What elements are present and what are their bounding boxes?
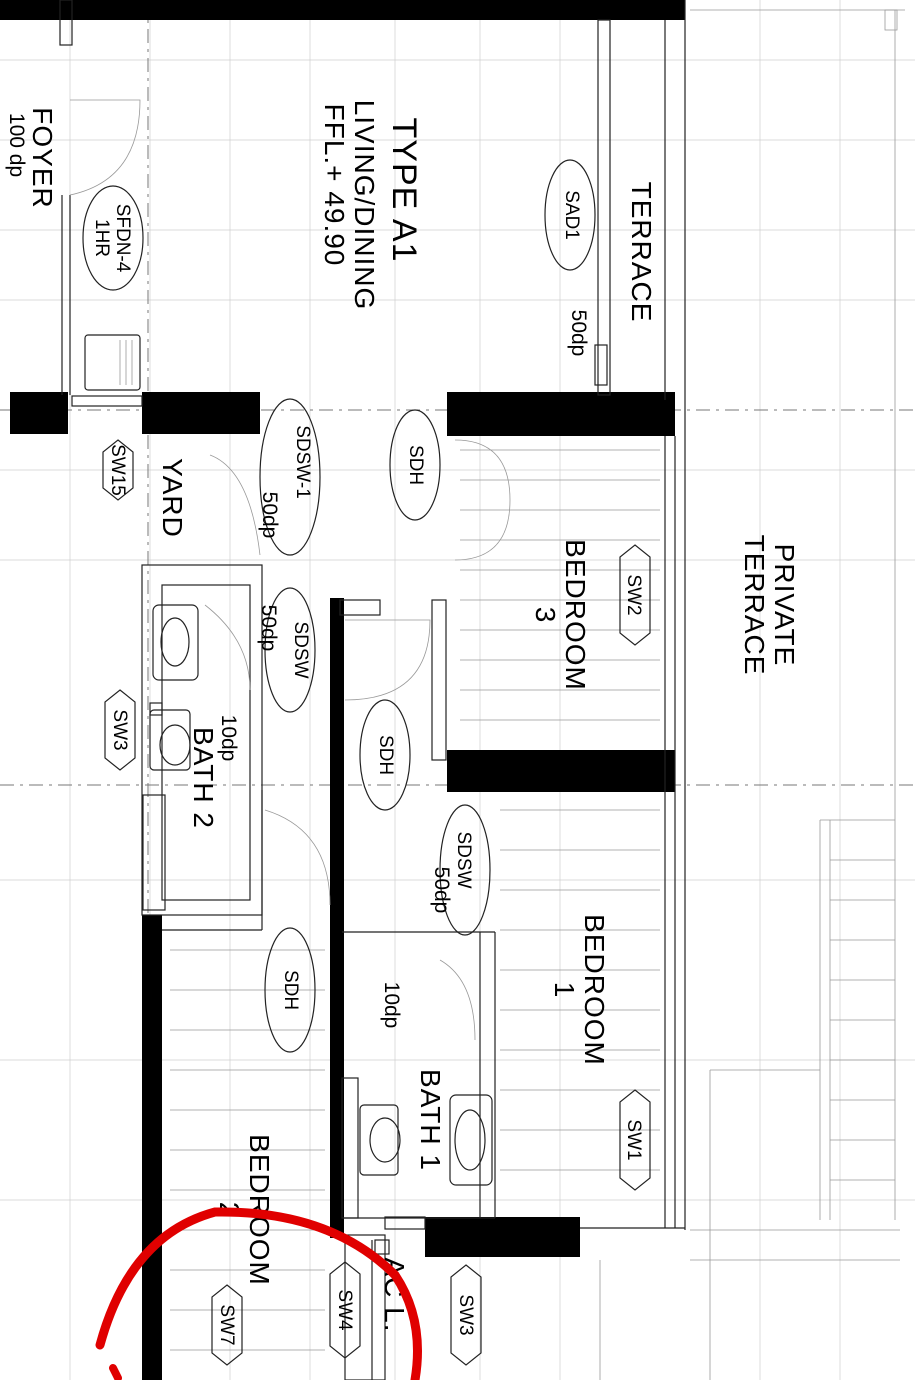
bedroom1-label-2: 1 [549, 982, 580, 999]
tag-ovals [82, 159, 651, 1366]
sw3-left-tag-label: SW3 [109, 709, 130, 750]
private-terrace-label-2: TERRACE [739, 535, 770, 676]
sdsw1-tag-label: SDSW-1 [292, 425, 313, 499]
terrace-label: TERRACE [626, 182, 657, 323]
red-annotation-tick [109, 1364, 122, 1380]
sdsw-bath2-dp-label: 50dp [257, 605, 280, 652]
bedroom1-label-1: BEDROOM [579, 914, 610, 1066]
bath2-label: BATH 2 [188, 727, 219, 829]
terrace-outline [599, 9, 905, 1380]
sad1-tag-label: SAD1 [561, 190, 582, 240]
door-swings [69, 99, 511, 1041]
bath2-dp-label: 10dp [217, 715, 240, 762]
fixtures [84, 334, 493, 1186]
sdh-low-tag-label: SDH [280, 970, 301, 1010]
sw3-right-tag-label: SW3 [455, 1294, 476, 1335]
foyer-dp-label: 100 dp [5, 113, 28, 177]
sdsw1-dp-label: 50dp [258, 492, 281, 539]
bedroom3-label-2: 3 [530, 607, 561, 624]
yard-label: YARD [157, 458, 188, 538]
sfdn-rating-label: 1HR [91, 219, 112, 257]
sad1-dp-label: 50dp [567, 310, 590, 357]
sw4-tag-label: SW4 [334, 1289, 355, 1331]
opening-markers [71, 344, 608, 1255]
sw1-tag-label: SW1 [623, 1119, 644, 1160]
sdh-mid-tag-label: SDH [375, 735, 396, 775]
red-annotation-arc [95, 1207, 422, 1380]
bath1-label: BATH 1 [415, 1069, 446, 1171]
walls [0, 0, 685, 1380]
living-dining-label: LIVING/DINING [349, 100, 380, 311]
bath1-dp-label: 10dp [380, 982, 403, 1029]
floor-hatch [170, 449, 660, 1351]
foyer-label: FOYER [27, 107, 58, 208]
sdsw-bath1-tag-label: SDSW [453, 832, 474, 889]
ffl-label: FFL.+ 49.90 [319, 104, 350, 267]
sdsw-bath1-dp-label: 50dp [430, 867, 453, 914]
sw7-tag-label: SW7 [216, 1304, 237, 1345]
private-terrace-label-1: PRIVATE [769, 544, 800, 667]
room-labels: TYPE A1 LIVING/DINING FFL.+ 49.90 FOYER … [5, 100, 800, 1346]
sfdn-tag-label: SFDN-4 [112, 204, 133, 273]
unit-type-label: TYPE A1 [385, 118, 423, 263]
sdsw-bath2-tag-label: SDSW [290, 622, 311, 679]
partitions [59, 0, 686, 1380]
sw2-tag-label: SW2 [623, 574, 644, 615]
bedroom3-label-1: BEDROOM [560, 539, 591, 691]
sw15-tag-label: SW15 [107, 444, 128, 496]
sdh-top-tag-label: SDH [405, 445, 426, 485]
